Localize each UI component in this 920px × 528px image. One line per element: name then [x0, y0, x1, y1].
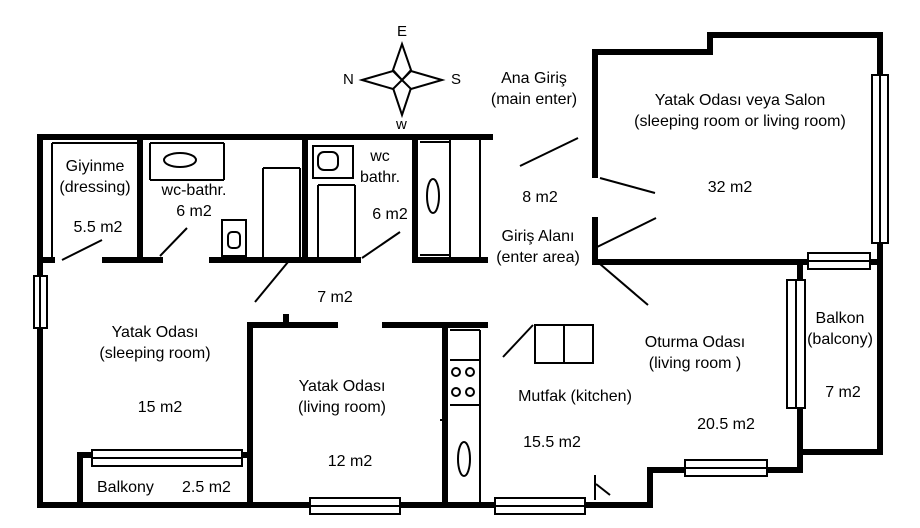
wc-bath-1-label: wc-bathr. 6 m2: [150, 180, 238, 222]
balcony-left-area: 2.5 m2: [182, 479, 231, 496]
enter-area-title: Giriş Alanı: [501, 228, 575, 245]
compass-north-label: N: [343, 71, 354, 88]
big-room-subtitle: (sleeping room or living room): [634, 113, 846, 130]
balcony-left-label: Balkony: [97, 479, 154, 496]
windows: [33, 74, 889, 515]
sleeping-room-title: Yatak Odası: [111, 324, 199, 341]
kitchen-label: Mutfak (kitchen): [518, 388, 632, 405]
small-room-subtitle: (living room): [297, 399, 386, 416]
sleeping-room-label: Yatak Odası (sleeping room): [70, 322, 240, 364]
compass-east-label: E: [397, 23, 408, 40]
wc-bath-2-label: wc bathr.: [350, 146, 410, 188]
wc-bath-2-title: wc: [370, 148, 390, 165]
dressing-label: Giyinme (dressing): [50, 156, 140, 198]
small-room-label: Yatak Odası (living room): [262, 376, 422, 418]
door-swings: [61, 137, 657, 496]
wc-bath-1-title: wc-bathr.: [161, 182, 227, 199]
living-room-subtitle: (living room ): [648, 355, 742, 372]
living-room-title: Oturma Odası: [644, 334, 746, 351]
dressing-subtitle: (dressing): [59, 179, 131, 196]
compass-west-label: w: [396, 116, 407, 133]
compass-south-label: S: [451, 71, 462, 88]
living-room-area: 20.5 m2: [697, 416, 755, 433]
living-room-label: Oturma Odası (living room ): [630, 332, 760, 374]
corridor-area: 8 m2: [522, 189, 558, 206]
main-enter-label: Ana Giriş (main enter): [480, 68, 588, 110]
small-room-area: 12 m2: [327, 453, 373, 470]
dressing-area: 5.5 m2: [73, 219, 123, 236]
main-enter-subtitle: (main enter): [490, 91, 578, 108]
wc-bath-2-area: 6 m2: [372, 206, 408, 223]
balcony-right-label: Balkon (balcony): [802, 308, 878, 350]
small-room-title: Yatak Odası: [298, 378, 386, 395]
sleeping-room-area: 15 m2: [137, 399, 183, 416]
balcony-right-title: Balkon: [815, 310, 865, 327]
thin-walls: [51, 137, 596, 505]
big-room-area: 32 m2: [707, 179, 753, 196]
balcony-right-area: 7 m2: [825, 384, 861, 401]
wc-bath-1-area: 6 m2: [176, 203, 212, 220]
big-room-title: Yatak Odası veya Salon: [654, 92, 826, 109]
hall-area: 7 m2: [317, 289, 353, 306]
kitchen-area: 15.5 m2: [523, 434, 581, 451]
enter-area-label: Giriş Alanı (enter area): [486, 226, 590, 268]
fixtures: [163, 145, 594, 477]
sleeping-room-subtitle: (sleeping room): [99, 345, 211, 362]
main-enter-title: Ana Giriş: [501, 70, 567, 87]
enter-area-subtitle: (enter area): [496, 249, 580, 266]
balcony-right-subtitle: (balcony): [807, 331, 873, 348]
interior-walls: [37, 134, 883, 508]
wc-bath-2-subtitle: bathr.: [359, 169, 401, 186]
compass-rose-icon: [358, 40, 446, 119]
big-room-label: Yatak Odası veya Salon (sleeping room or…: [600, 90, 880, 132]
dressing-title: Giyinme: [65, 158, 125, 175]
